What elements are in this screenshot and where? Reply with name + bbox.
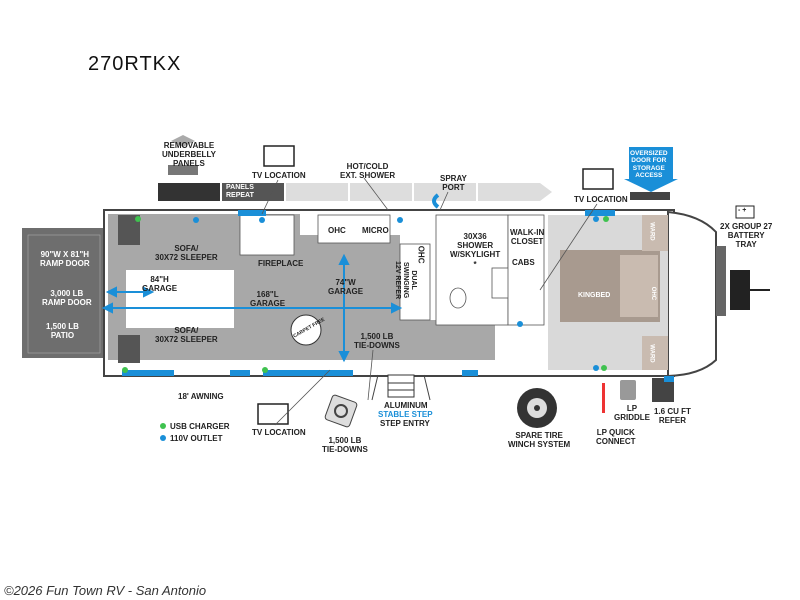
lp-griddle-label: LP GRIDDLE xyxy=(614,404,650,423)
ward-bottom-label: WARD xyxy=(648,344,655,363)
ramp-door-area xyxy=(22,228,104,358)
refer-outside-label: 1.6 CU FT REFER xyxy=(654,407,691,426)
battery-tray-label: 2X GROUP 27 BATTERY TRAY xyxy=(720,222,773,250)
ohc-3-label: OHC xyxy=(650,286,657,301)
lp-quick-connect-label: LP QUICK CONNECT xyxy=(596,428,636,447)
tiedowns-outside-label: 1,500 LB TIE-DOWNS xyxy=(322,436,368,455)
stable-step-label: STABLE STEP xyxy=(378,410,433,419)
micro-label: MICRO xyxy=(362,226,389,235)
garage-height-label: 84"H GARAGE xyxy=(142,275,178,294)
legend-usb-label: USB CHARGER xyxy=(170,422,230,431)
ohc-2-label: OHC xyxy=(416,245,426,264)
aluminum-label: ALUMINUM xyxy=(384,401,428,410)
ext-shower-label: HOT/COLD EXT. SHOWER xyxy=(340,162,396,181)
removable-panels-icon xyxy=(168,135,198,175)
underbelly-panels-strip xyxy=(158,183,552,201)
walkin-closet-label: WALK-IN CLOSET xyxy=(510,228,545,247)
refer-label: DUAL SWINGING 12V REFER xyxy=(394,261,418,300)
battery-sign: - + xyxy=(738,207,747,214)
spray-port-label: SPRAY PORT xyxy=(440,174,467,193)
tv-location-bottom-label: TV LOCATION xyxy=(252,428,306,437)
watermark: ©2026 Fun Town RV - San Antonio xyxy=(4,583,207,598)
garage-length-label: 168"L GARAGE xyxy=(250,290,286,309)
garage-dimension-arrows xyxy=(101,253,403,363)
garage-ramp-area xyxy=(126,270,234,328)
legend-outlet-label: 110V OUTLET xyxy=(170,434,223,443)
ward-top-label: WARD xyxy=(648,222,655,241)
front-cap xyxy=(667,210,717,378)
model-title: 270RTKX xyxy=(88,53,182,75)
garage-width-label: 74"W GARAGE xyxy=(328,278,364,297)
spare-tire-icon xyxy=(517,388,557,428)
fireplace-label: FIREPLACE xyxy=(258,259,304,268)
tv-location-top-label: TV LOCATION xyxy=(252,171,306,180)
sofa-bottom-label: SOFA/ 30x72 SLEEPER xyxy=(155,326,218,345)
ramp-door-lb-label: 3,000 LB RAMP DOOR xyxy=(42,289,92,308)
ohc-1-label: OHC xyxy=(328,226,346,235)
kingbed-label: KINGBED xyxy=(578,292,611,299)
step-entry-label: STEP ENTRY xyxy=(380,419,430,428)
patio-label: 1,500 LB PATIO xyxy=(46,322,79,341)
shower-label: 30x36 SHOWER w/SKYLIGHT * xyxy=(450,232,501,269)
tie-down-icon xyxy=(324,394,358,428)
ramp-door-size-label: 90"W x 81"H RAMP DOOR xyxy=(40,250,90,269)
cabs-label: CABS xyxy=(512,258,535,267)
tv-location-right-label: TV LOCATION xyxy=(574,195,628,204)
tiedowns-inside-label: 1,500 LB TIE-DOWNS xyxy=(354,332,400,351)
awning-label: 18' AWNING xyxy=(178,392,224,401)
spare-tire-label: SPARE TIRE WINCH SYSTEM xyxy=(508,431,571,450)
sofa-top-label: SOFA/ 30x72 SLEEPER xyxy=(155,244,218,263)
oversized-door-label: OVERSIZED DOOR FOR STORAGE ACCESS xyxy=(630,150,668,180)
panels-repeat-label: PANELS REPEAT xyxy=(226,184,254,200)
removable-panels-label: REMOVABLE UNDERBELLY PANELS xyxy=(162,141,216,169)
